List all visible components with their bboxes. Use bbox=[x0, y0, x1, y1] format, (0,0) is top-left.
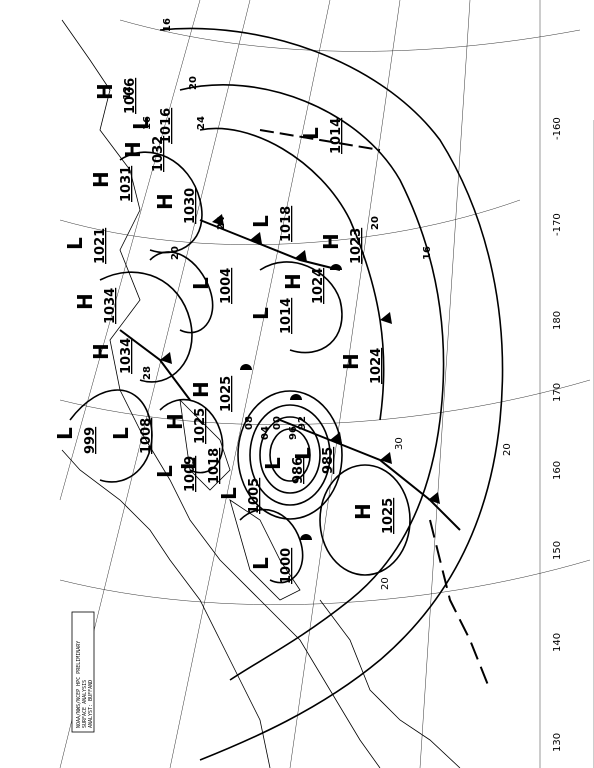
front-symbols bbox=[160, 214, 440, 540]
pressure-value: 1025 bbox=[219, 376, 234, 412]
pressure-value: 1006 bbox=[123, 78, 138, 114]
low-pressure-symbol: L bbox=[291, 447, 315, 460]
isobar-value-label: 12 bbox=[122, 86, 133, 100]
pressure-value: 1014 bbox=[279, 298, 294, 334]
graticule bbox=[59, 0, 594, 768]
isobar-value-label: 20 bbox=[370, 216, 381, 230]
grid-label-180: 180 bbox=[552, 311, 563, 330]
grid-label-lat-20: 20 bbox=[502, 443, 513, 456]
isobar-value-label: 96 bbox=[288, 426, 299, 440]
pressure-value: 1023 bbox=[349, 228, 364, 264]
isobar-value-label: 24 bbox=[196, 116, 207, 130]
pressure-value: 1021 bbox=[93, 228, 108, 264]
isobar-value-label: 00 bbox=[272, 416, 283, 430]
pressure-value: 985 bbox=[321, 447, 336, 474]
isobar-value-label: 16 bbox=[162, 18, 173, 32]
low-pressure-symbol: L bbox=[53, 427, 77, 440]
grid-label-150: 150 bbox=[552, 541, 563, 560]
isobars bbox=[69, 27, 504, 761]
pressure-value: 986 bbox=[291, 457, 306, 484]
legend-line-3: ANALYST: BUFFAND bbox=[88, 680, 94, 728]
pressure-value: 1016 bbox=[159, 108, 174, 144]
legend-box: NOAA/NWS/NCEP HPC PRELIMINARY SURFACE AN… bbox=[71, 611, 95, 733]
pressure-value: 999 bbox=[83, 427, 98, 454]
low-pressure-symbol: L bbox=[249, 307, 273, 320]
low-pressure-symbol: L bbox=[153, 465, 177, 478]
low-pressure-symbol: L bbox=[63, 237, 87, 250]
fronts bbox=[119, 129, 491, 691]
high-pressure-symbol: H bbox=[93, 83, 117, 100]
high-pressure-symbol: H bbox=[73, 293, 97, 310]
pressure-value: 1025 bbox=[193, 408, 208, 444]
isobar-value-label: 20 bbox=[170, 246, 181, 260]
high-pressure-symbol: H bbox=[89, 343, 113, 360]
high-pressure-symbol: H bbox=[153, 193, 177, 210]
grid-label-160: 160 bbox=[552, 461, 563, 480]
grid-label-160b: -160 bbox=[552, 117, 563, 140]
pressure-value: 1000 bbox=[279, 548, 294, 584]
pressure-value: 1025 bbox=[381, 498, 396, 534]
low-pressure-symbol: L bbox=[129, 117, 153, 130]
grid-label-130: 130 bbox=[552, 733, 563, 752]
low-pressure-symbol: L bbox=[217, 487, 241, 500]
pressure-value: 1034 bbox=[103, 288, 118, 324]
low-pressure-symbol: L bbox=[189, 277, 213, 290]
high-pressure-symbol: H bbox=[319, 233, 343, 250]
pressure-value: 1024 bbox=[369, 348, 384, 384]
low-pressure-symbol: L bbox=[249, 557, 273, 570]
grid-label-170b: -170 bbox=[552, 213, 563, 236]
legend-line-1: NOAA/NWS/NCEP HPC PRELIMINARY bbox=[76, 641, 82, 728]
pressure-value: 1009 bbox=[183, 456, 198, 492]
isobar-value-label: 04 bbox=[260, 426, 271, 440]
pressure-value: 1032 bbox=[151, 136, 166, 172]
low-pressure-symbol: L bbox=[261, 457, 285, 470]
pressure-value: 1008 bbox=[139, 418, 154, 454]
pressure-value: 1030 bbox=[183, 188, 198, 224]
high-pressure-symbol: H bbox=[121, 141, 145, 158]
pressure-value: 1004 bbox=[219, 268, 234, 304]
isobar-value-label: 92 bbox=[297, 416, 308, 430]
low-pressure-symbol: L bbox=[249, 215, 273, 228]
high-pressure-symbol: H bbox=[281, 273, 305, 290]
isobar-value-label: 24 bbox=[216, 216, 227, 230]
pressure-value: 1014 bbox=[329, 118, 344, 154]
pressure-value: 1031 bbox=[119, 166, 134, 202]
high-pressure-symbol: H bbox=[339, 353, 363, 370]
low-pressure-symbol: L bbox=[109, 427, 133, 440]
high-pressure-symbol: H bbox=[189, 381, 213, 398]
low-pressure-symbol: L bbox=[177, 457, 201, 470]
isobar-value-label: 28 bbox=[142, 366, 153, 380]
isobar-value-label: 20 bbox=[188, 76, 199, 90]
pressure-value: 1018 bbox=[279, 206, 294, 242]
isobar-value-label: 08 bbox=[244, 416, 255, 430]
high-pressure-symbol: H bbox=[163, 413, 187, 430]
pressure-value: 1034 bbox=[119, 338, 134, 374]
isobar-value-label: 16 bbox=[422, 246, 433, 260]
pressure-value: 1005 bbox=[247, 478, 262, 514]
high-pressure-symbol: H bbox=[89, 171, 113, 188]
high-pressure-symbol: H bbox=[351, 503, 375, 520]
low-pressure-symbol: L bbox=[299, 127, 323, 140]
pressure-value: 1024 bbox=[311, 268, 326, 304]
grid-label-lat-20b: 20 bbox=[380, 577, 391, 590]
legend-line-2: SURFACE ANALYSIS bbox=[82, 680, 88, 728]
isobar-value-label: 16 bbox=[142, 116, 153, 130]
pressure-value: 1018 bbox=[207, 448, 222, 484]
coastlines bbox=[61, 19, 461, 768]
grid-label-lat-30: 30 bbox=[394, 437, 405, 450]
grid-label-140: 140 bbox=[552, 633, 563, 652]
grid-label-170: 170 bbox=[552, 383, 563, 402]
